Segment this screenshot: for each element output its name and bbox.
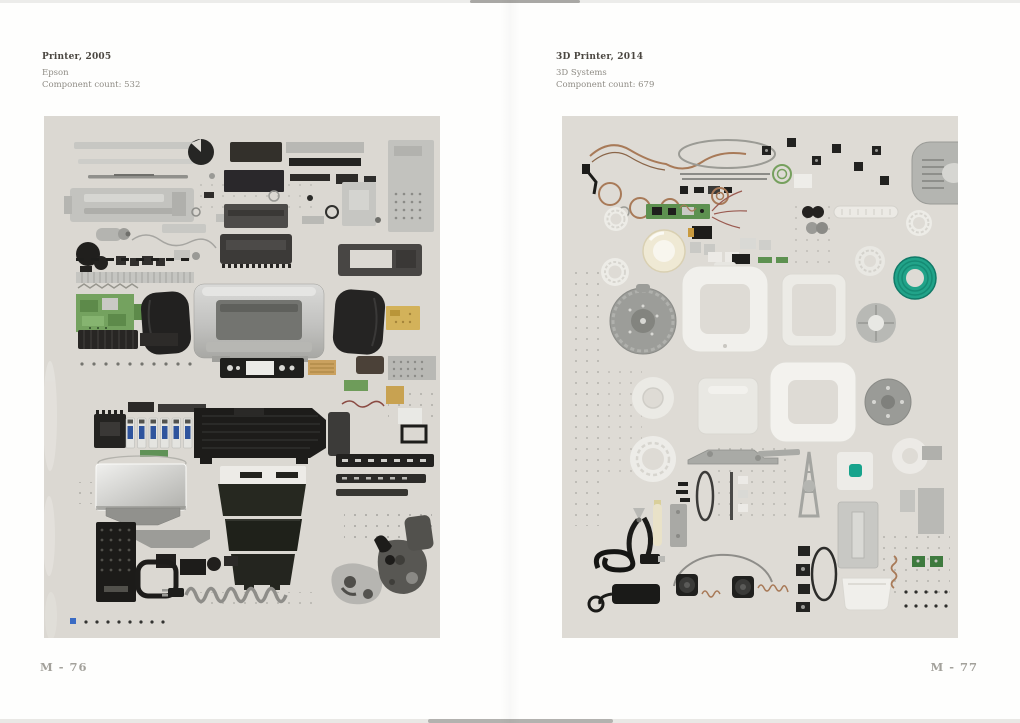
belt-loop-and-switches [796,546,838,612]
white-lid-and-discs [630,377,928,482]
white-frame-top [681,262,769,353]
white-gear-rings [601,207,932,286]
side-doors-metal [837,446,944,569]
clear-light-strip [833,205,899,219]
perforated-base-plate [96,522,136,602]
scanner-platen-silver [95,463,187,511]
printer-teardown-illustration [44,116,440,638]
wiring-harness [582,139,792,219]
usb-cable [593,549,665,573]
black-chassis [194,408,326,488]
metal-rails [64,141,206,233]
extruder-cover-metal [911,141,958,205]
glue-stick-and-plate [653,500,687,547]
stacked-dark-trays [218,484,306,590]
3d-printer-teardown-illustration [562,116,958,638]
pulley-disc [856,303,896,343]
screw-row [80,362,192,366]
printhead-and-ink-cartridges [94,402,206,471]
white-frame-thick [769,361,857,443]
dark-cover-parts [188,139,434,232]
textured-metal-patches [331,515,434,605]
resin-tray [841,577,893,611]
caption-title-right: 3D Printer, 2014 [556,52,644,62]
filament-spool-ivory [642,229,686,273]
print-mechanism [220,204,422,276]
dash-row [76,258,189,261]
gantry-bracket [687,449,801,465]
ribbed-block [78,330,178,349]
toothed-bars-right [328,412,434,496]
page-edge-blowout-left [44,361,57,638]
comb-strip [76,272,194,283]
small-black-components [762,138,889,234]
grey-brackets [105,507,210,548]
teal-pad-part [837,452,873,490]
caption-count-left: Component count: 532 [42,80,141,90]
belt-and-rods [676,470,748,522]
photo-3d-printer-2014 [562,116,958,638]
page-number-right: M - 77 [930,660,978,674]
coil-and-pcbs-right [890,555,948,608]
edge-smudge-top [470,0,580,3]
bottom-screw-rows [70,618,165,624]
photo-printer-2005 [44,116,440,638]
small-black-assemblies [135,554,238,599]
white-frame-thin [781,273,847,347]
gold-pcb [386,306,420,330]
control-panel [220,356,436,444]
z-axis-truss [798,451,820,518]
power-brick [587,584,660,613]
cooling-fans [673,553,789,598]
coiled-power-cable [162,586,288,604]
edge-smudge-bottom [428,719,613,723]
caption-count-right: Component count: 679 [556,80,655,90]
main-logic-board [76,283,142,332]
caption-title-left: Printer, 2005 [42,52,112,62]
printer-body-silver [193,283,325,362]
caption-maker-left: Epson [42,68,69,78]
controller-pcb [646,190,748,229]
caption-maker-right: 3D Systems [556,68,607,78]
build-platform-disc [609,284,677,355]
filament-coil-teal [893,256,937,300]
stepper-motor-small [688,226,788,264]
caption-left: Printer, 2005 Epson Component count: 532 [42,52,140,91]
page-number-left: M - 76 [40,660,88,674]
book-gutter-shadow [500,0,520,723]
caption-right: 3D Printer, 2014 3D Systems Component co… [556,52,654,91]
